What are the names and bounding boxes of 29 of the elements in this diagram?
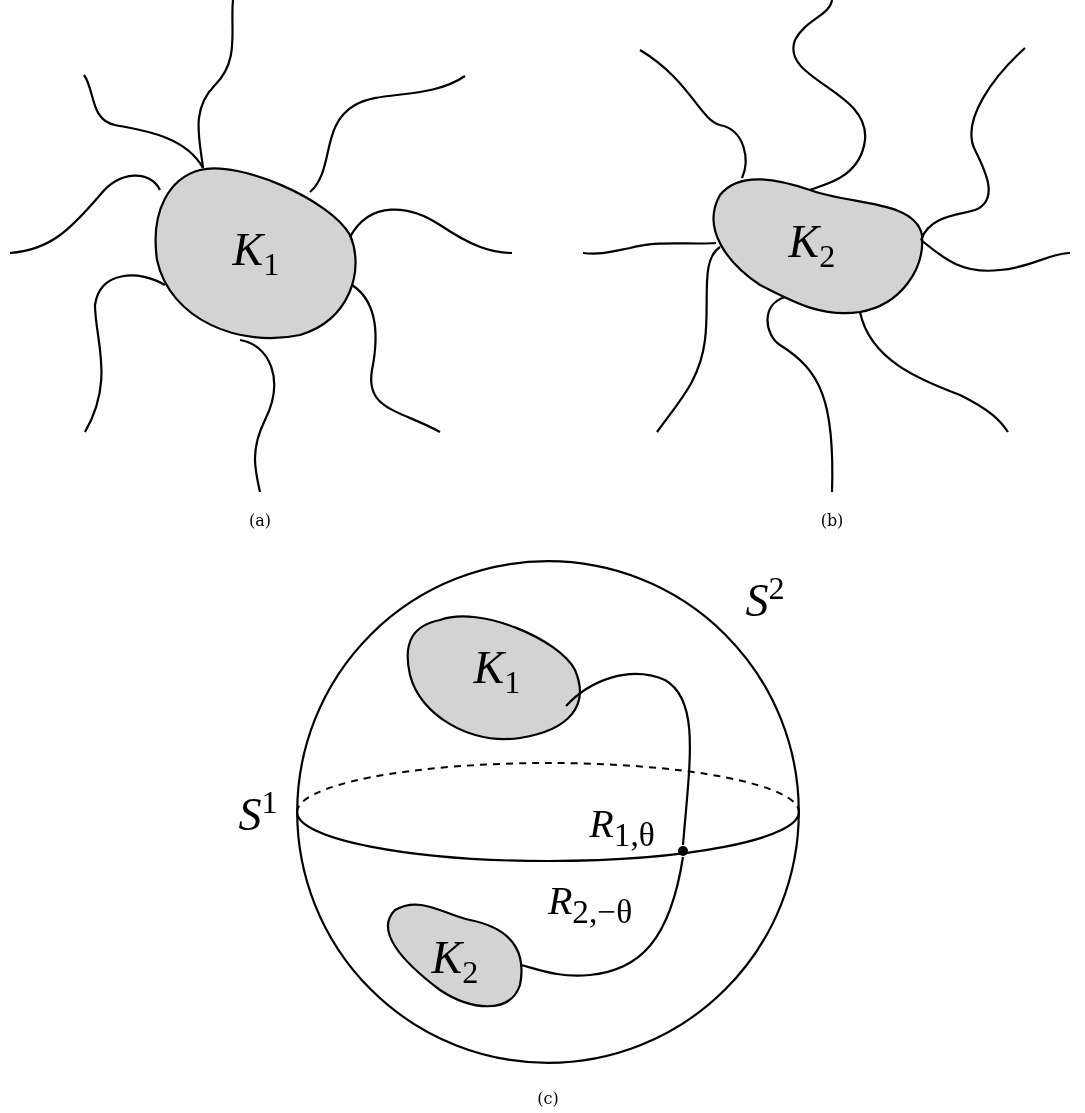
curve-line — [520, 856, 685, 977]
intersection-dot — [677, 845, 689, 857]
curve-line — [197, 0, 235, 169]
curve-line — [792, 0, 867, 191]
curve-line — [9, 174, 161, 255]
curve-line — [349, 208, 513, 255]
curve-line — [309, 75, 466, 193]
curve-line — [351, 284, 441, 433]
curve-line — [920, 47, 1026, 241]
curve-line — [239, 338, 276, 493]
math-label: K$_{1}$ — [473, 645, 521, 699]
subfigure-caption: (a) — [249, 510, 271, 530]
math-label: K$_{2}$ — [788, 219, 836, 273]
math-label: S$^{1}$ — [238, 786, 278, 838]
curve-line — [639, 49, 747, 179]
subfigure-caption: (c) — [537, 1088, 559, 1108]
math-label: K$_{1}$ — [232, 227, 280, 281]
curve-line — [582, 241, 717, 255]
curve-line — [83, 74, 204, 169]
math-label: S$^{2}$ — [745, 572, 785, 624]
curve-line — [920, 239, 1071, 272]
curve-line — [565, 673, 691, 846]
curve-line — [656, 246, 721, 433]
math-label: K$_{2}$ — [431, 935, 479, 989]
curve-line — [766, 296, 834, 492]
curve-line — [858, 311, 1009, 433]
sphere-circle — [296, 560, 800, 1064]
curve-line — [84, 274, 166, 433]
subfigure-caption: (b) — [820, 510, 844, 530]
